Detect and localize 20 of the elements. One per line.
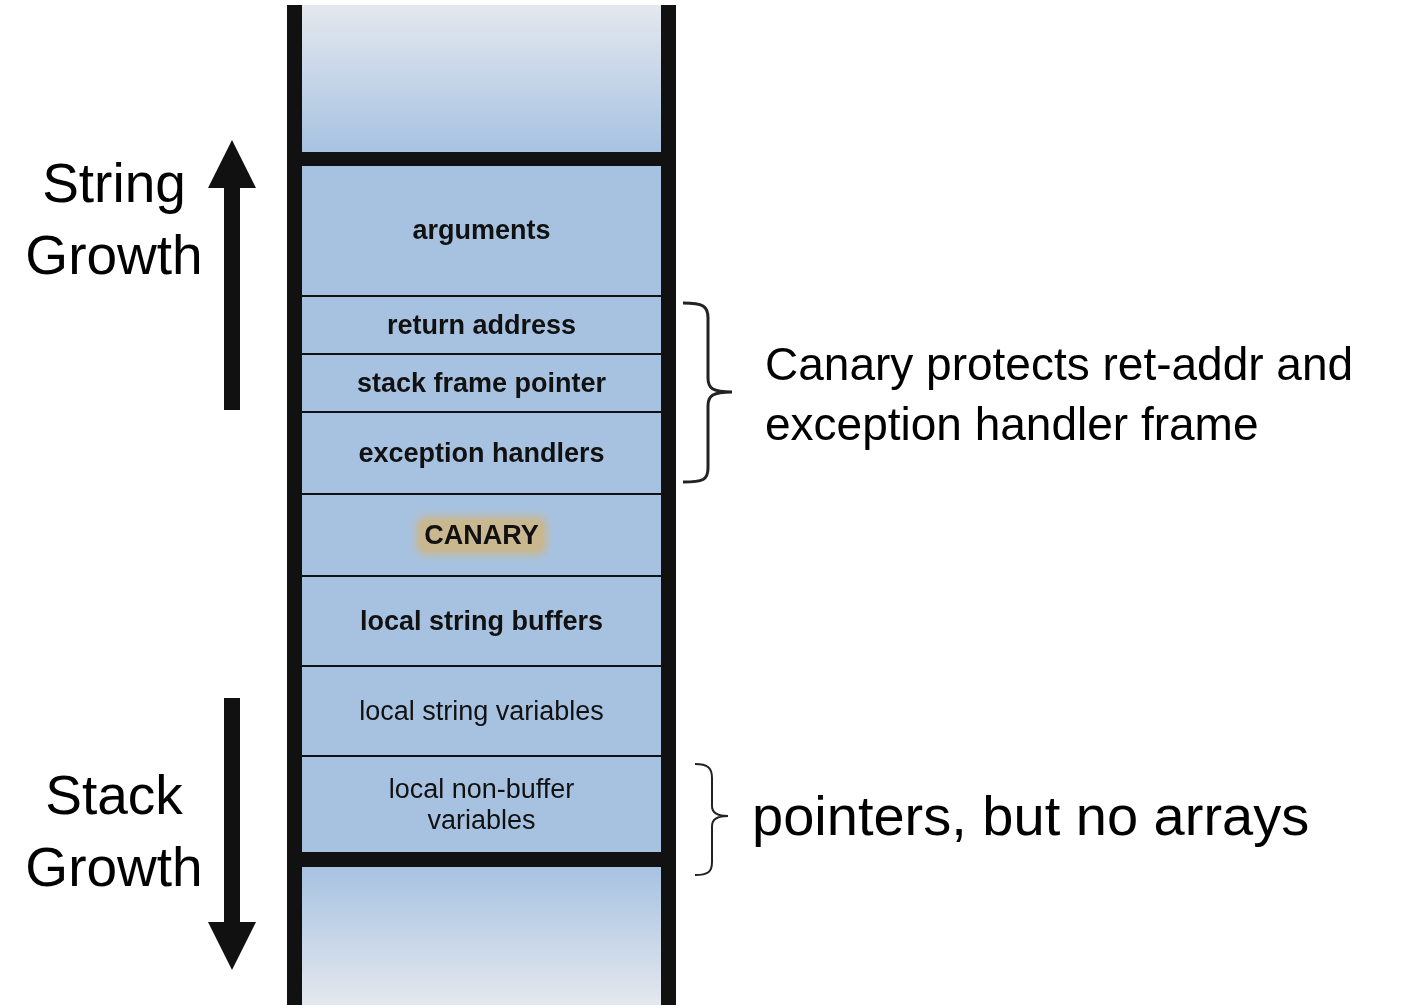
stack-slot xyxy=(302,575,661,665)
slot-label: stack frame pointer xyxy=(355,367,608,399)
slot-label: exception handlers xyxy=(357,437,606,469)
slot-label: local string buffers xyxy=(358,605,604,637)
stack-slot xyxy=(302,411,661,493)
slot-label: arguments xyxy=(411,215,552,246)
slot-label: local non-buffer variables xyxy=(387,773,576,836)
annotation-text: pointers, but no arrays xyxy=(752,783,1311,849)
stack-slot xyxy=(302,665,661,755)
growth-label: Stack Growth xyxy=(24,763,204,900)
annotation-text: Canary protects ret-addr and exception handler frame xyxy=(765,337,1355,452)
stack-slot xyxy=(302,755,661,852)
slot-label: return address xyxy=(385,309,578,341)
stack-slot xyxy=(302,166,661,295)
canary-label: CANARY xyxy=(420,519,543,551)
stack-slot xyxy=(302,493,661,575)
stack-slot xyxy=(302,353,661,411)
growth-label: String Growth xyxy=(24,151,204,288)
slot-label: local string variables xyxy=(358,695,605,727)
stack-slot xyxy=(302,295,661,353)
